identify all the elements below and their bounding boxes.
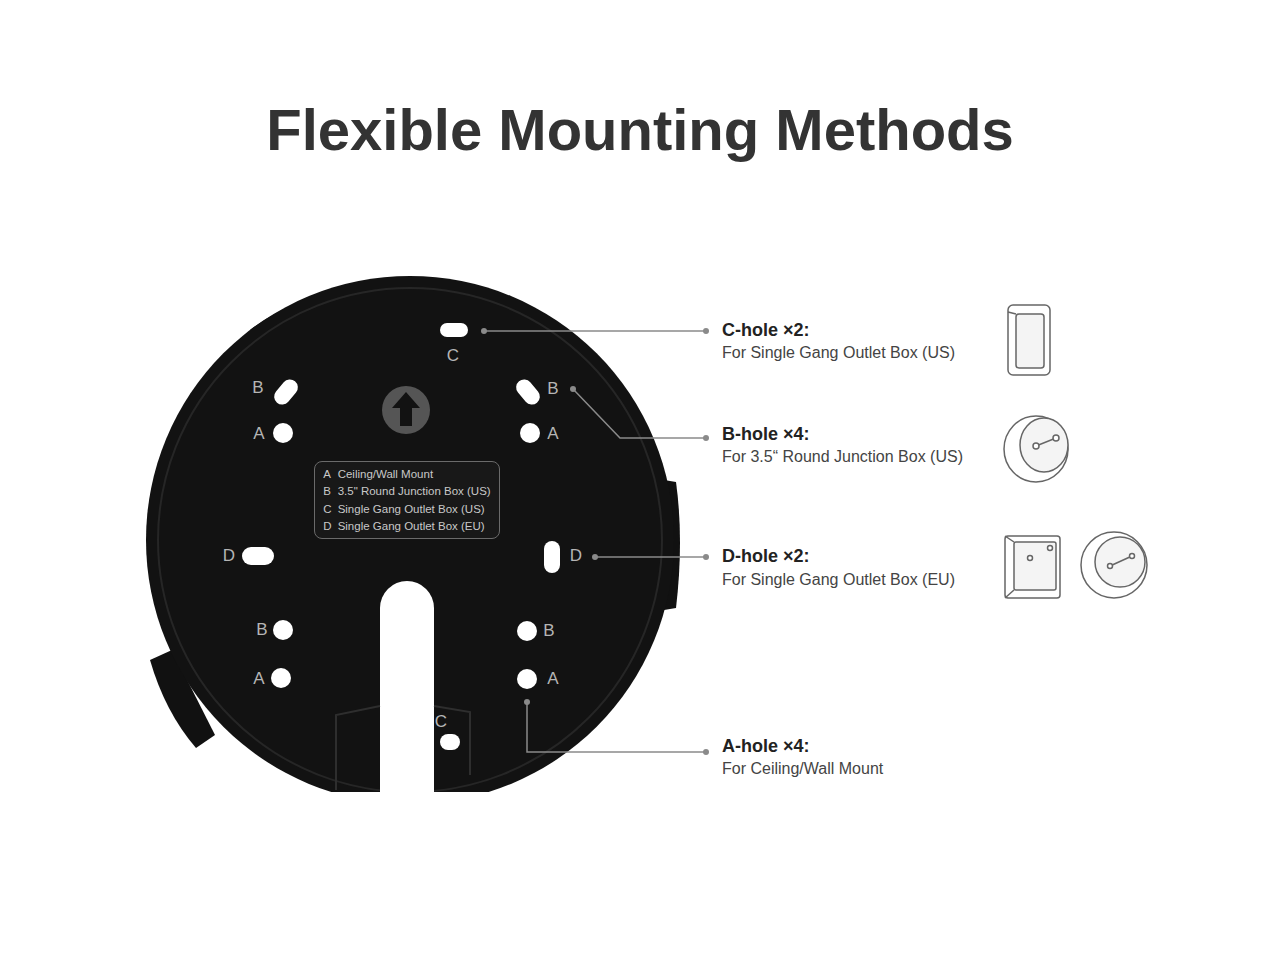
a-hole [517, 669, 537, 689]
legend-text: 3.5" Round Junction Box (US) [338, 483, 491, 499]
callout-description: For Ceiling/Wall Mount [722, 760, 883, 778]
leader-line [484, 330, 706, 332]
plate-legend-panel: A Ceiling/Wall MountB 3.5" Round Junction … [314, 461, 499, 538]
leader-dot [703, 554, 709, 560]
leader-line [527, 702, 706, 752]
us-outlet-box-icon [1008, 305, 1050, 375]
b-hole [517, 621, 537, 641]
a-hole [273, 423, 293, 443]
box-icons [1004, 305, 1147, 598]
d-hole [544, 541, 560, 573]
leader-dot [570, 386, 576, 392]
legend-text: Single Gang Outlet Box (EU) [338, 518, 491, 534]
leader-dot [592, 554, 598, 560]
c-hole [440, 323, 468, 337]
cable-slot [380, 581, 434, 800]
up-arrow-icon [382, 386, 430, 434]
c-hole [440, 734, 460, 750]
hole-letter: B [252, 378, 263, 398]
hole-letter: A [547, 424, 558, 444]
legend-text: Ceiling/Wall Mount [338, 466, 491, 482]
hole-letter: C [447, 346, 459, 366]
callout-heading: B-hole ×4: [722, 424, 810, 445]
legend-letter: A [323, 466, 331, 482]
page-title: Flexible Mounting Methods [266, 97, 1014, 164]
leader-dot [703, 328, 709, 334]
leader-dot [524, 699, 530, 705]
d-hole [242, 547, 274, 565]
leader-dot [481, 328, 487, 334]
callout-heading: A-hole ×4: [722, 736, 810, 757]
leader-line [595, 556, 706, 558]
leader-dot [703, 435, 709, 441]
hole-letter: D [570, 546, 582, 566]
up-arrow [392, 392, 420, 426]
callout-description: For Single Gang Outlet Box (EU) [722, 571, 955, 589]
hole-letter: D [223, 546, 235, 566]
b-hole [271, 376, 301, 408]
legend-letter: C [323, 501, 331, 517]
a-hole [271, 668, 291, 688]
us-round-box-icon [1004, 416, 1068, 482]
leader-dots [481, 328, 709, 755]
callout-description: For 3.5“ Round Junction Box (US) [722, 448, 963, 466]
hole-letter: B [256, 620, 267, 640]
callout-heading: C-hole ×2: [722, 320, 810, 341]
hole-letter: C [435, 712, 447, 732]
mounting-plate [146, 276, 680, 804]
legend-letter: D [323, 518, 331, 534]
eu-round-box-icon [1081, 532, 1147, 598]
hole-letter: A [547, 669, 558, 689]
hole-letter: B [543, 621, 554, 641]
b-hole [273, 620, 293, 640]
legend-letter: B [323, 483, 331, 499]
leader-line [573, 389, 706, 438]
b-hole [513, 376, 543, 408]
callout-description: For Single Gang Outlet Box (US) [722, 344, 955, 362]
a-hole [520, 423, 540, 443]
hole-letter: A [253, 669, 264, 689]
plate-body [146, 276, 674, 792]
leader-dot [703, 749, 709, 755]
holes [242, 323, 560, 750]
eu-square-box-icon [1005, 536, 1060, 598]
callout-heading: D-hole ×2: [722, 546, 810, 567]
leader-lines [484, 331, 706, 752]
hole-letter: B [547, 379, 558, 399]
slot-rib [336, 706, 470, 790]
legend-text: Single Gang Outlet Box (US) [338, 501, 491, 517]
hole-letter: A [253, 424, 264, 444]
